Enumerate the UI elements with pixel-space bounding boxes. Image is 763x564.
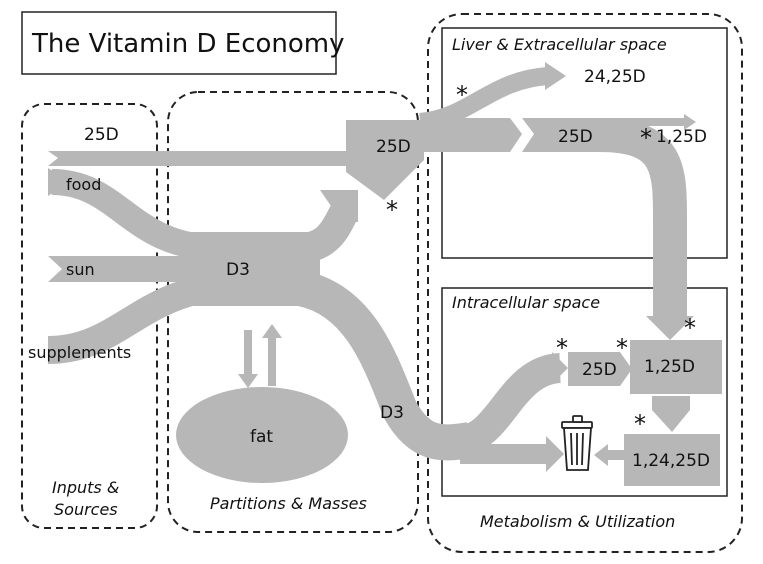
arrow-125d-to-12425d [652,396,690,432]
intra-125d-node [630,340,722,394]
label-d3-lower: D3 [380,403,404,423]
arrow-to-fat-shaft [244,330,252,376]
marker-intra-25d: * [556,334,568,362]
sun-tail [48,256,62,282]
arrow-down-intra [646,316,694,340]
flow-12425-to-trash [604,450,626,460]
label-sun: sun [66,260,95,279]
arrow-liver-125d [684,114,696,130]
arrow-to-trash [546,436,564,472]
label-12425d: 1,24,25D [632,451,710,471]
label-intracellular-region: Intracellular space [452,293,600,312]
label-liver-region: Liver & Extracellular space [452,35,667,54]
marker-24-25d: * [456,81,468,109]
marker-intra-125d-top: * [684,314,696,342]
label-intra-25d: 25D [582,360,617,380]
intra-12425d-node [624,434,720,486]
fat-mass [176,387,348,483]
intra-25d-node [568,352,632,386]
label-liver-25d: 25D [558,127,593,147]
label-metabolism: Metabolism & Utilization [480,512,675,531]
flow-liver-down [599,118,687,318]
title: The Vitamin D Economy [31,29,345,59]
title-box [21,11,337,75]
d3-mass [180,232,320,306]
arrow-intra-25d [552,352,568,384]
arrow-12425-to-trash [594,444,608,466]
metabolism-region [427,13,743,553]
node-25d-mid [346,120,424,200]
label-food: food [66,175,101,194]
flow-to-liver [420,118,522,152]
intracellular-box [441,287,728,497]
label-liver-125d: 1,25D [656,127,707,147]
label-intra-125d: 1,25D [644,357,695,377]
flow-24-25d [418,67,549,131]
label-fat: fat [250,427,273,447]
arrow-from-fat-head [262,324,282,338]
food-tail [48,168,70,196]
label-25d-mid: 25D [376,137,411,157]
flow-d3-lower [295,270,473,461]
arrow-from-fat-shaft [268,336,276,386]
arrow-24-25d [545,62,566,90]
d3-up-head [320,190,358,222]
marker-liver-125d: * [640,124,652,152]
label-24-25d: 24,25D [584,67,646,87]
label-25d-input: 25D [84,125,119,145]
label-d3: D3 [226,260,250,280]
flow-to-intra-25d [458,353,563,455]
label-inputs-1: Inputs & [52,478,119,497]
marker-intra-125d-left: * [616,334,628,362]
flow-25d-input [48,151,370,166]
label-supplements: supplements [28,343,131,362]
marker-d3-25d: * [386,196,398,224]
trash-can-icon [561,415,593,471]
flow-liver-125d [600,118,686,126]
flow-to-trash [460,444,548,464]
partitions-region [167,91,419,533]
arrow-to-fat-head [238,374,258,388]
marker-12425d: * [634,410,646,438]
label-inputs-2: Sources [54,500,118,519]
label-partitions: Partitions & Masses [210,494,367,513]
